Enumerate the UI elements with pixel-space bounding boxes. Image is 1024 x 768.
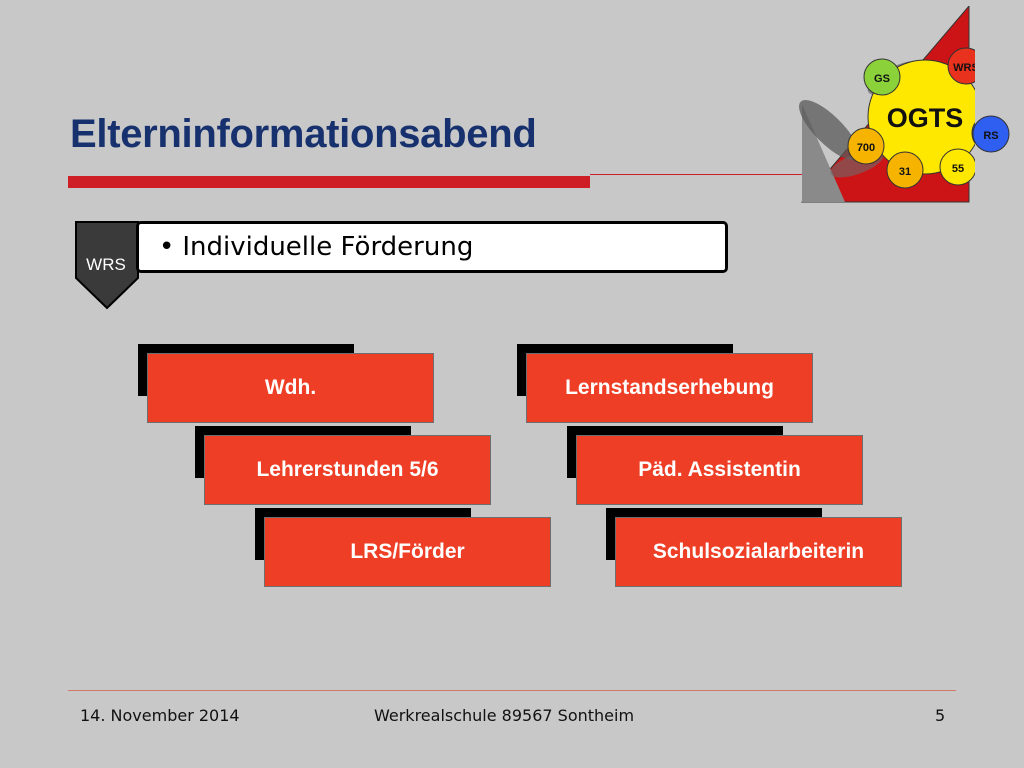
title-underline	[68, 176, 590, 188]
card-lrs-foerder: LRS/Förder	[264, 517, 551, 587]
footer-page-number: 5	[935, 706, 946, 725]
logo-circle-31: 31	[899, 166, 911, 178]
footer-school: Werkrealschule 89567 Sontheim	[374, 706, 635, 725]
footer-date: 14. November 2014	[80, 706, 240, 725]
wrs-tag-shape: WRS	[75, 221, 139, 310]
logo-circle-rs: RS	[983, 130, 998, 142]
slide-title: Elterninformationsabend	[70, 112, 537, 156]
bullet-dot: •	[159, 232, 175, 262]
footer-divider	[68, 690, 956, 691]
card-lehrerstunden: Lehrerstunden 5/6	[204, 435, 491, 505]
logo-center-label: OGTS	[887, 103, 964, 133]
card-schulsozialarbeiterin: Schulsozialarbeiterin	[615, 517, 902, 587]
bullet-text: Individuelle Förderung	[182, 232, 474, 262]
logo-circle-55: 55	[952, 163, 964, 175]
wrs-tag-label: WRS	[86, 255, 126, 274]
logo-rs-circle: RS	[972, 115, 1010, 153]
card-lernstandserhebung: Lernstandserhebung	[526, 353, 813, 423]
card-paed-assistentin: Päd. Assistentin	[576, 435, 863, 505]
logo-circle-700: 700	[857, 142, 875, 154]
card-wdh: Wdh.	[147, 353, 434, 423]
logo-circle-wrs: WRS	[953, 62, 975, 74]
logo-circle-gs: GS	[874, 73, 890, 85]
ogts-logo: OGTS GS WRS 700 31 55	[799, 6, 975, 203]
title-underline-thin	[590, 174, 806, 175]
bullet-box: • Individuelle Förderung	[136, 221, 728, 273]
